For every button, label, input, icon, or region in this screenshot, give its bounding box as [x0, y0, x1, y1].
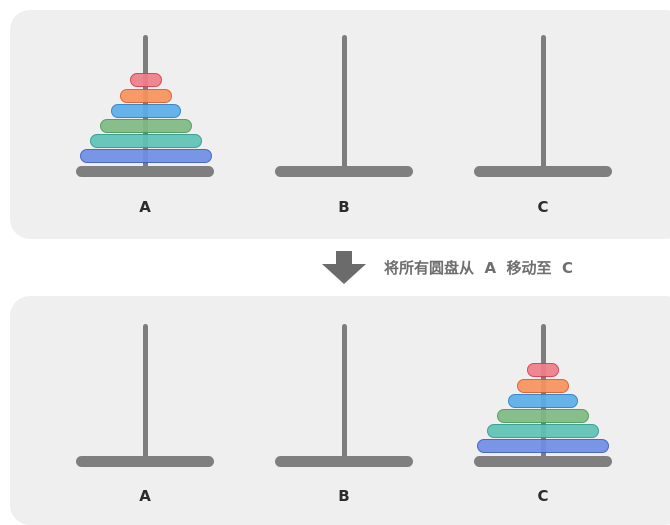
peg-a-disk-1	[129, 73, 162, 87]
peg-label-c-top: C	[537, 198, 549, 216]
arrow-down-icon	[322, 251, 366, 284]
move-caption: 将所有圆盘从 A 移动至 C	[384, 259, 573, 277]
peg-label-b-bottom: B	[338, 487, 350, 505]
base-a-bottom	[76, 456, 214, 467]
peg-c-disk-1	[526, 363, 559, 377]
peg-label-b-top: B	[338, 198, 350, 216]
peg-c-disk-3	[507, 394, 578, 408]
peg-a-disk-6	[79, 149, 212, 163]
base-c-top	[474, 166, 612, 177]
peg-c-disk-4	[496, 409, 589, 423]
base-a-top	[76, 166, 214, 177]
peg-a-disk-5	[89, 134, 202, 148]
peg-label-c-bottom: C	[537, 487, 549, 505]
rod-a-top	[143, 35, 148, 172]
peg-a-disk-3	[110, 104, 181, 118]
peg-c-disk-2	[516, 379, 569, 393]
peg-c-disk-5	[486, 424, 599, 438]
peg-c-disk-6	[476, 439, 609, 453]
base-c-bottom	[474, 456, 612, 467]
peg-a-disk-4	[99, 119, 192, 133]
rod-b-bottom	[342, 324, 347, 461]
base-b-top	[275, 166, 413, 177]
rod-c-top	[541, 35, 546, 172]
rod-a-bottom	[143, 324, 148, 461]
rod-b-top	[342, 35, 347, 172]
peg-label-a-top: A	[139, 198, 151, 216]
base-b-bottom	[275, 456, 413, 467]
peg-label-a-bottom: A	[139, 487, 151, 505]
peg-a-disk-2	[119, 89, 172, 103]
